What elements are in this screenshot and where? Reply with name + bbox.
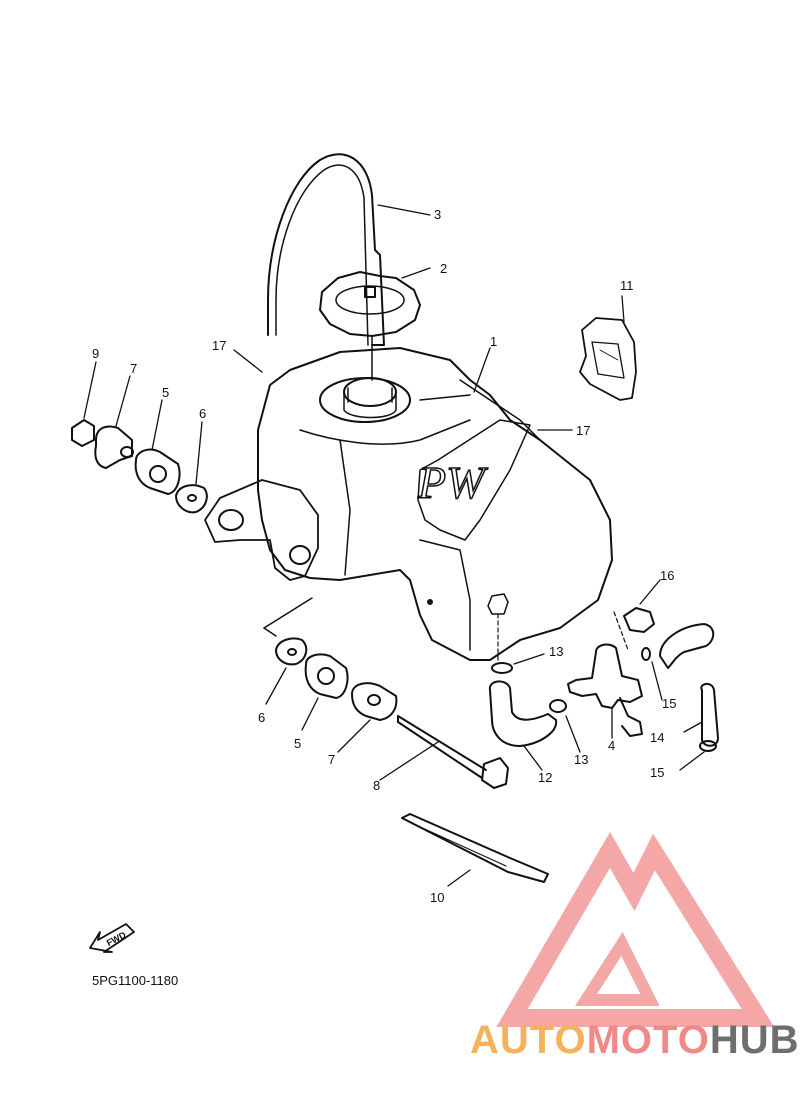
callout-7a: 7 [130, 361, 137, 376]
callout-6a: 6 [199, 406, 206, 421]
fwd-arrow [89, 923, 135, 953]
callout-12: 12 [538, 770, 552, 785]
callout-17b: 17 [576, 423, 590, 438]
callout-13b: 13 [574, 752, 588, 767]
callout-5b: 5 [294, 736, 301, 751]
fuel-cock [549, 611, 643, 737]
screw [623, 607, 655, 633]
fuel-hose [487, 593, 558, 747]
callout-15a: 15 [662, 696, 676, 711]
wordmark-moto: MOTO [586, 1018, 710, 1062]
callout-16: 16 [660, 568, 674, 583]
callout-4: 4 [608, 738, 615, 753]
callout-3: 3 [434, 207, 441, 222]
watermark-logo [496, 832, 775, 1027]
left-mount-hardware [71, 419, 208, 514]
callout-2: 2 [440, 261, 447, 276]
breather-hose [267, 153, 385, 346]
callout-8: 8 [373, 778, 380, 793]
part-code: 5PG1100-1180 [92, 973, 179, 988]
bracket-plate [579, 317, 637, 401]
watermark-wordmark: AUTOMOTOHUB [470, 1018, 800, 1063]
callout-11: 11 [620, 278, 634, 293]
callout-5a: 5 [162, 385, 169, 400]
callout-15b: 15 [650, 765, 664, 780]
overflow-hose [641, 623, 719, 752]
callout-14: 14 [650, 730, 664, 745]
fuel-tank [204, 347, 613, 661]
tank-pad [401, 813, 549, 883]
fuel-cap [319, 271, 421, 381]
wordmark-auto: AUTO [470, 1018, 587, 1062]
callout-9: 9 [92, 346, 99, 361]
callout-6b: 6 [258, 710, 265, 725]
callout-1: 1 [490, 334, 497, 349]
lower-mount-hardware [263, 597, 509, 789]
wordmark-hub: HUB [709, 1018, 800, 1062]
callout-10: 10 [430, 890, 444, 905]
callout-7b: 7 [328, 752, 335, 767]
fwd-label: FWD [105, 929, 128, 948]
callout-13a: 13 [549, 644, 563, 659]
callout-17a: 17 [212, 338, 226, 353]
tank-decal-text: PW [417, 457, 488, 508]
